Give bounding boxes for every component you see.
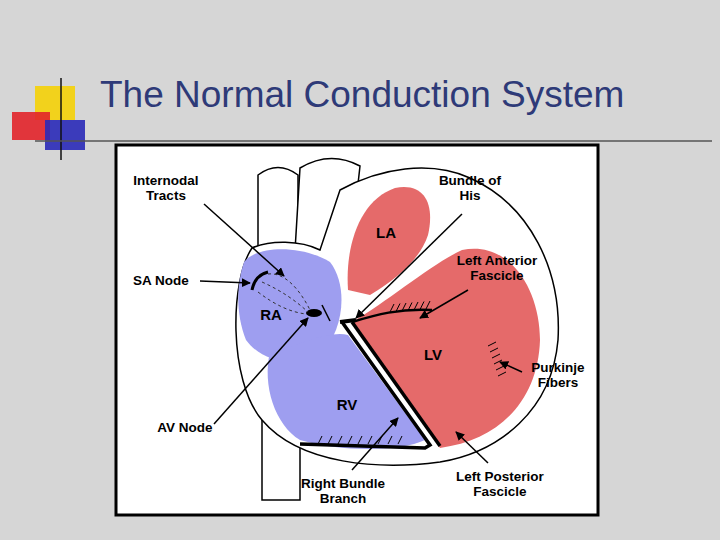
left-anterior-fascicle <box>352 310 432 322</box>
part-label: Right Bundle Branch <box>288 476 398 506</box>
purkinje-hatch <box>318 301 506 444</box>
leader-lines <box>200 204 522 470</box>
part-label: AV Node <box>145 420 225 435</box>
chamber-label: RV <box>327 397 367 412</box>
deco-square <box>45 120 85 150</box>
sa-node <box>252 272 268 290</box>
heart-outline <box>236 168 558 465</box>
part-label: Bundle of His <box>430 173 510 203</box>
part-label: Left Anterior Fascicle <box>452 253 542 283</box>
part-label: Internodal Tracts <box>116 173 216 203</box>
part-label: Purkinje Fibers <box>523 360 593 390</box>
slide-title: The Normal Conduction System <box>100 74 624 116</box>
chamber-label: LA <box>366 225 406 240</box>
chamber-label: RA <box>251 307 291 322</box>
deco-line <box>60 78 62 160</box>
his-mark <box>322 305 330 321</box>
chamber-label: LV <box>413 347 453 362</box>
part-label: SA Node <box>121 273 201 288</box>
title-rule <box>35 140 712 142</box>
av-node <box>306 309 322 317</box>
deco-square <box>12 112 50 140</box>
part-label: Left Posterior Fascicle <box>450 469 550 499</box>
frame <box>116 145 598 515</box>
left-posterior-fascicle <box>352 322 440 446</box>
